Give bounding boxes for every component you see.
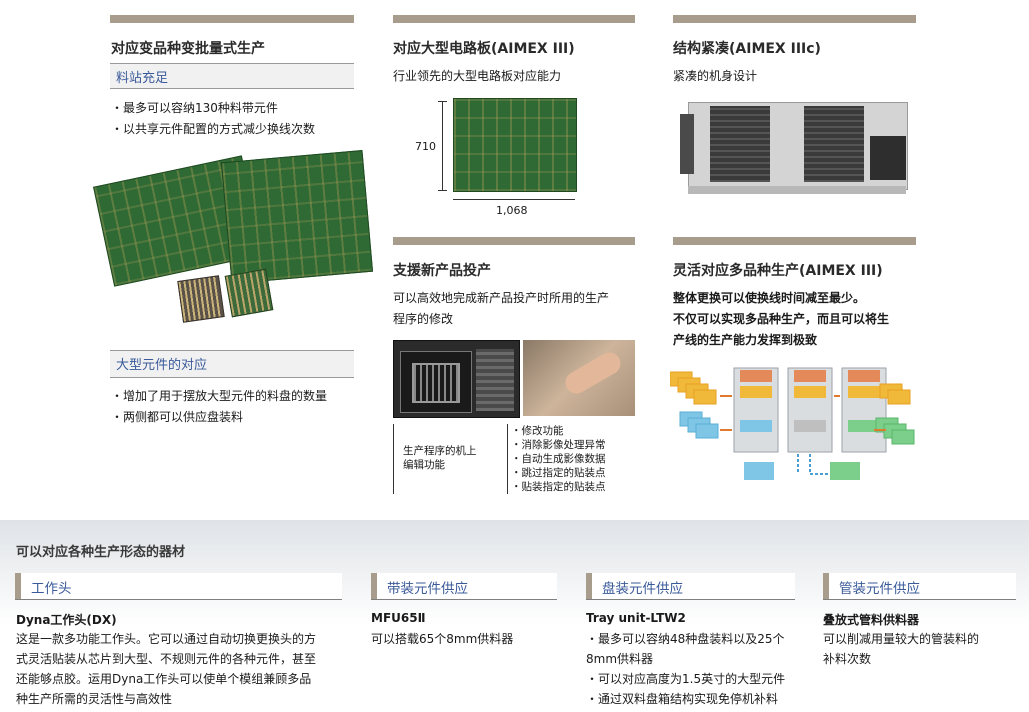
bullet-item: ・以共享元件配置的方式减少换线次数	[111, 122, 316, 136]
band-title: 可以对应各种生产形态的器材	[16, 545, 186, 560]
gui-screen-image	[393, 340, 520, 418]
section-title: 对应变品种变批量式生产	[111, 41, 265, 57]
section-description: 可以高效地完成新产品投产时所用的生产 程序的修改	[393, 288, 609, 330]
section-title: 结构紧凑(AIMEX IIIc)	[673, 41, 821, 57]
bullet-item: ・最多可以容纳130种料带元件	[111, 101, 278, 115]
product-name: Dyna工作头(DX)	[16, 613, 117, 627]
list-item: ・消除影像处理异常	[511, 439, 606, 451]
section-bar	[110, 15, 354, 23]
section-description: 行业领先的大型电路板对应能力	[393, 69, 562, 83]
description-line: 整体更换可以使换线时间减至最少。	[673, 291, 866, 305]
divider	[507, 424, 508, 494]
product-description: 这是一款多功能工作头。它可以通过自动切换更换头的方 式灵活贴装从芯片到大型、不规…	[16, 632, 317, 706]
category-header: 管装元件供应	[823, 573, 1016, 600]
edit-function-label: 生产程序的机上 编辑功能	[403, 445, 477, 471]
dimension-line	[453, 199, 575, 200]
section-description: 整体更换可以使换线时间减至最少。 不仅可以实现多品种生产，而且可以将生 产线的生…	[673, 288, 889, 351]
description-line: 产线的生产能力发挥到极致	[673, 333, 818, 347]
description-line: 程序的修改	[393, 312, 454, 326]
pcb-board-image	[93, 150, 374, 330]
dimension-width: 1,068	[496, 204, 528, 217]
product-description: 可以搭载65个8mm供料器	[371, 632, 514, 646]
product-description: 可以削减用量较大的管装料的 补料次数	[823, 632, 980, 666]
bullet-list: ・增加了用于摆放大型元件的料盘的数量 ・两侧都可以供应盘装料	[111, 386, 327, 428]
subheading: 大型元件的对应	[110, 350, 354, 378]
section-title: 灵活对应多品种生产(AIMEX III)	[673, 263, 883, 279]
subheading: 料站充足	[110, 63, 354, 89]
large-pcb-image	[453, 98, 577, 192]
section-description: 紧凑的机身设计	[673, 69, 758, 83]
section-bar	[673, 15, 916, 23]
hand-touch-image	[523, 340, 635, 416]
machine-image	[680, 96, 912, 200]
bullet-item: ・两侧都可以供应盘装料	[111, 410, 244, 424]
list-item: ・贴装指定的贴装点	[511, 481, 606, 493]
bullet-list: ・最多可以容纳130种料带元件 ・以共享元件配置的方式减少换线次数	[111, 98, 315, 140]
section-bar	[673, 237, 916, 245]
equipment-band	[0, 520, 1029, 712]
section-title: 支援新产品投产	[393, 263, 491, 279]
production-flow-diagram	[670, 367, 915, 480]
category-header: 工作头	[15, 573, 342, 600]
product-name: MFU65Ⅱ	[371, 611, 426, 625]
category-header: 带装元件供应	[371, 573, 557, 600]
bullet-item: ・增加了用于摆放大型元件的料盘的数量	[111, 389, 328, 403]
product-description: ・最多可以容纳48种盘装料以及25个 8mm供料器 ・可以对应高度为1.5英寸的…	[586, 632, 786, 706]
list-item: ・跳过指定的贴装点	[511, 467, 606, 479]
divider	[393, 424, 394, 494]
section-title: 对应大型电路板(AIMEX III)	[393, 41, 575, 57]
product-name: Tray unit-LTW2	[586, 611, 686, 625]
dimension-line	[442, 101, 443, 191]
section-bar	[393, 15, 635, 23]
dimension-height: 710	[415, 140, 436, 153]
description-line: 可以高效地完成新产品投产时所用的生产	[393, 291, 610, 305]
list-item: ・修改功能	[511, 425, 564, 437]
list-item: ・自动生成影像数据	[511, 453, 606, 465]
edit-function-list: ・修改功能 ・消除影像处理异常 ・自动生成影像数据 ・跳过指定的贴装点 ・贴装指…	[511, 424, 606, 494]
section-bar	[393, 237, 635, 245]
description-line: 不仅可以实现多品种生产，而且可以将生	[673, 312, 890, 326]
product-name: 叠放式管料供料器	[823, 613, 920, 627]
category-header: 盘装元件供应	[586, 573, 795, 600]
